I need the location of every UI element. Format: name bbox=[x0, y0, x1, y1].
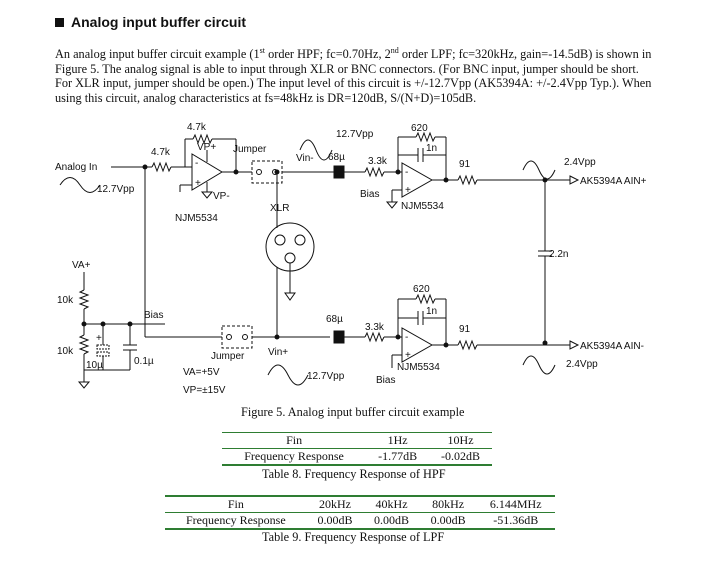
label-vp-minus: VP- bbox=[213, 191, 230, 202]
table-lpf-row: Frequency Response 0.00dB 0.00dB 0.00dB … bbox=[165, 512, 555, 530]
table-hpf-row: Frequency Response -1.77dB -0.02dB bbox=[222, 448, 492, 466]
svg-text:-: - bbox=[405, 167, 408, 178]
label-input-level: 12.7Vpp bbox=[97, 184, 135, 195]
section-heading: Analog input buffer circuit bbox=[55, 14, 246, 30]
svg-text:-: - bbox=[195, 158, 198, 169]
label-r-4k7-input: 4.7k bbox=[151, 147, 171, 158]
paragraph-line-3: For XLR input, jumper should be open.) T… bbox=[55, 76, 652, 90]
table-hpf: Fin 1Hz 10Hz Frequency Response -1.77dB … bbox=[222, 432, 492, 466]
table-hpf-header: Fin 1Hz 10Hz bbox=[222, 432, 492, 449]
resistor-3k3-bottom bbox=[364, 331, 385, 343]
circuit-schematic: - + - + bbox=[55, 122, 647, 396]
resistor-620-top bbox=[415, 131, 436, 143]
resistor-4k7-feedback bbox=[192, 133, 213, 145]
svg-text:+: + bbox=[195, 178, 201, 189]
resistor-10k-bottom bbox=[78, 334, 90, 355]
svg-text:+: + bbox=[405, 350, 411, 361]
paragraph-line-4: using this circuit, analog characteristi… bbox=[55, 90, 477, 105]
svg-text:-: - bbox=[405, 332, 408, 343]
sine-wave-top-icon bbox=[299, 139, 333, 161]
resistor-620-bottom bbox=[415, 293, 436, 305]
label-r-10k-bottom: 10k bbox=[57, 346, 74, 357]
label-r-620-bottom: 620 bbox=[413, 284, 430, 295]
label-vp-plus: VP+ bbox=[197, 142, 216, 153]
svg-text:+: + bbox=[405, 185, 411, 196]
label-r-3k3-bottom: 3.3k bbox=[365, 322, 385, 333]
label-r-91-top: 91 bbox=[459, 159, 471, 170]
label-c-68u-bottom: 68µ bbox=[326, 314, 343, 325]
description-paragraph: An analog input buffer circuit example (… bbox=[55, 45, 665, 105]
cap-10u-symbol bbox=[96, 344, 110, 350]
table-hpf-caption: Table 8. Frequency Response of HPF bbox=[262, 467, 446, 481]
resistor-10k-top bbox=[78, 289, 90, 310]
resistor-4k7-input bbox=[151, 161, 172, 173]
label-r-91-bottom: 91 bbox=[459, 324, 471, 335]
label-ain-plus: AK5394A AIN+ bbox=[580, 176, 647, 187]
label-vin-plus: Vin+ bbox=[268, 347, 288, 358]
label-out-level-top: 2.4Vpp bbox=[564, 157, 596, 168]
label-c-1n-top: 1n bbox=[426, 143, 437, 154]
label-r-620-top: 620 bbox=[411, 123, 428, 134]
label-c-10u: 10µ bbox=[86, 360, 103, 371]
label-jumper-top: Jumper bbox=[233, 144, 267, 155]
label-ain-minus: AK5394A AIN- bbox=[580, 341, 644, 352]
sine-wave-input-icon bbox=[59, 177, 101, 193]
opamp-top-symbol bbox=[401, 162, 434, 198]
label-bias-top: Bias bbox=[360, 189, 379, 200]
bullet-square-icon bbox=[55, 17, 64, 27]
label-vin-minus: Vin- bbox=[296, 153, 314, 164]
resistor-91-bottom bbox=[457, 339, 478, 351]
opamp-input-symbol bbox=[191, 153, 223, 191]
paragraph-line-1: An analog input buffer circuit example (… bbox=[55, 45, 652, 61]
label-level-bottom: 12.7Vpp bbox=[307, 371, 345, 382]
label-c-2n2: 2.2n bbox=[549, 249, 568, 260]
label-va-note: VA=+5V bbox=[183, 367, 220, 378]
opamp-bottom-symbol bbox=[401, 327, 434, 363]
label-opamp-top: NJM5534 bbox=[401, 201, 444, 212]
sine-wave-out-top-icon bbox=[522, 160, 556, 180]
label-c-0u1: 0.1µ bbox=[134, 356, 154, 367]
label-c-68u-top: 68µ bbox=[328, 152, 345, 163]
figure-caption: Figure 5. Analog input buffer circuit ex… bbox=[241, 405, 465, 419]
label-va-plus: VA+ bbox=[72, 260, 91, 271]
label-c-1n-bottom: 1n bbox=[426, 306, 437, 317]
label-r-3k3-top: 3.3k bbox=[368, 156, 388, 167]
label-jumper-bottom: Jumper bbox=[211, 351, 245, 362]
label-level-top: 12.7Vpp bbox=[336, 129, 374, 140]
label-vp-note: VP=±15V bbox=[183, 385, 226, 396]
section-heading-text: Analog input buffer circuit bbox=[71, 14, 246, 30]
resistor-3k3-top bbox=[364, 166, 385, 178]
label-bias-bottom: Bias bbox=[376, 375, 395, 386]
paragraph-line-2: Figure 5. The analog signal is able to i… bbox=[55, 61, 639, 76]
sine-wave-out-bottom-icon bbox=[522, 355, 556, 375]
table-lpf-caption: Table 9. Frequency Response of LPF bbox=[262, 530, 445, 544]
table-lpf-header: Fin 20kHz 40kHz 80kHz 6.144MHz bbox=[165, 495, 555, 513]
cap-68u-bottom-symbol bbox=[333, 330, 345, 344]
label-xlr: XLR bbox=[270, 203, 289, 214]
label-opamp-input: NJM5534 bbox=[175, 213, 218, 224]
label-out-level-bottom: 2.4Vpp bbox=[566, 359, 598, 370]
label-bias-left: Bias bbox=[144, 310, 163, 321]
cap-68u-top-symbol bbox=[333, 165, 345, 179]
table-lpf: Fin 20kHz 40kHz 80kHz 6.144MHz Frequency… bbox=[165, 495, 555, 530]
sine-wave-bottom-icon bbox=[267, 364, 309, 386]
label-opamp-bottom: NJM5534 bbox=[397, 362, 440, 373]
label-plus-sign: + bbox=[96, 333, 102, 344]
label-r-10k-top: 10k bbox=[57, 295, 74, 306]
label-r-4k7-feedback: 4.7k bbox=[187, 122, 207, 133]
label-analog-in: Analog In bbox=[55, 162, 97, 173]
resistor-91-top bbox=[457, 174, 478, 186]
